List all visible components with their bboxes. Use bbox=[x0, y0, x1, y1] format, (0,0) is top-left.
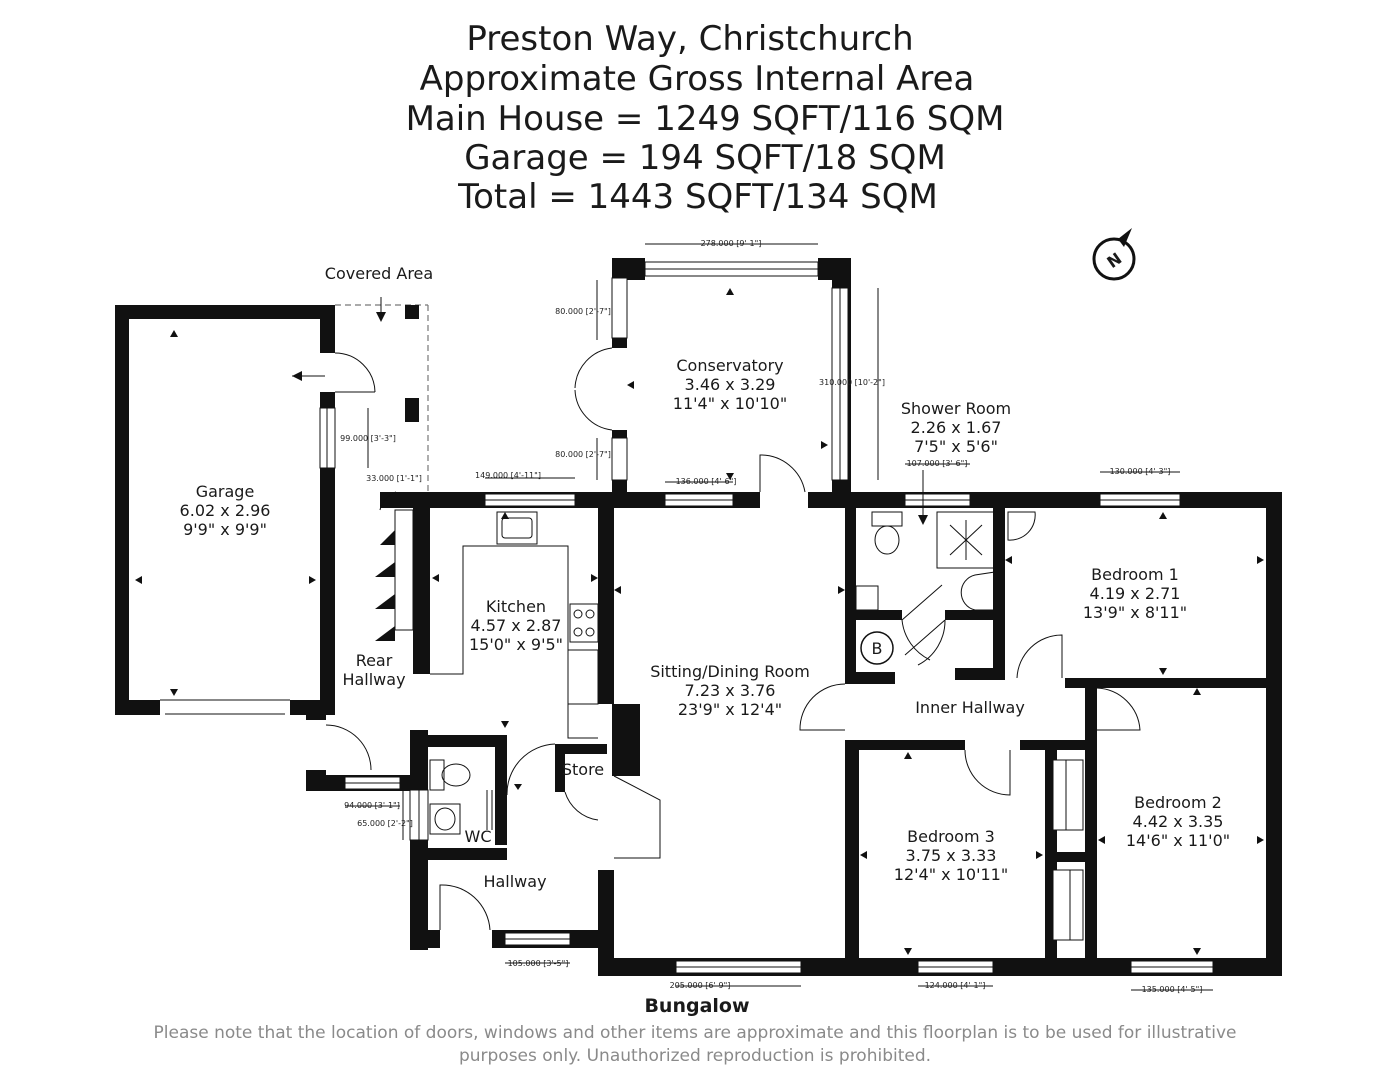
conservatory-walls bbox=[574, 258, 851, 495]
dim-conservatory-top: 278.000 [9'-1"] bbox=[701, 239, 762, 248]
shower-room-name: Shower Room bbox=[901, 399, 1011, 418]
header-garage-area: Garage = 194 SQFT/18 SQM bbox=[464, 138, 946, 178]
kitchen-name: Kitchen bbox=[486, 597, 546, 616]
sitting-room-dim-imperial: 23'9" x 12'4" bbox=[678, 700, 782, 719]
boiler-label: B bbox=[872, 639, 883, 658]
rear-hallway-shelves bbox=[375, 491, 414, 641]
header-main-house-area: Main House = 1249 SQFT/116 SQM bbox=[406, 99, 1005, 139]
dim-kitchen-window: 149.000 [4'-11"] bbox=[475, 471, 541, 480]
bedroom3-dim-metric: 3.75 x 3.33 bbox=[906, 846, 997, 865]
wc-name: WC bbox=[465, 827, 492, 846]
floor-label: Bungalow bbox=[644, 995, 749, 1017]
header-subtitle: Approximate Gross Internal Area bbox=[420, 59, 975, 99]
header: Preston Way, Christchurch Approximate Gr… bbox=[406, 19, 1005, 217]
header-total-area: Total = 1443 SQFT/134 SQM bbox=[457, 177, 938, 217]
rear-hallway-name-line1: Rear bbox=[356, 651, 393, 670]
bedroom1-dim-metric: 4.19 x 2.71 bbox=[1090, 584, 1181, 603]
measurement-markers bbox=[135, 288, 1264, 955]
bedroom2-dim-metric: 4.42 x 3.35 bbox=[1133, 812, 1224, 831]
shower-room-dim-metric: 2.26 x 1.67 bbox=[911, 418, 1002, 437]
kitchen-dim-imperial: 15'0" x 9'5" bbox=[469, 635, 563, 654]
covered-area-label: Covered Area bbox=[325, 264, 433, 283]
kitchen-dim-metric: 4.57 x 2.87 bbox=[471, 616, 562, 635]
dim-conservatory-right: 310.000 [10'-2"] bbox=[819, 378, 885, 387]
garage-dim-imperial: 9'9" x 9'9" bbox=[183, 520, 267, 539]
wc-fittings bbox=[429, 759, 522, 835]
disclaimer-line2: purposes only. Unauthorized reproduction… bbox=[459, 1046, 931, 1066]
dim-bedroom3-window: 124.000 [4'-1"] bbox=[925, 981, 986, 990]
bedroom1-dim-imperial: 13'9" x 8'11" bbox=[1083, 603, 1187, 622]
dim-bedroom1-window: 130.000 [4'-3"] bbox=[1110, 467, 1171, 476]
main-house-walls bbox=[306, 454, 1282, 976]
disclaimer-line1: Please note that the location of doors, … bbox=[154, 1023, 1237, 1043]
dim-bedroom2-window: 135.000 [4'-5"] bbox=[1142, 985, 1203, 994]
inner-hallway-name: Inner Hallway bbox=[915, 698, 1025, 717]
hallway-name: Hallway bbox=[483, 872, 546, 891]
dim-conservatory-left-upper: 80.000 [2'-7"] bbox=[555, 307, 611, 316]
bedroom3-dim-imperial: 12'4" x 10'11" bbox=[894, 865, 1008, 884]
header-title: Preston Way, Christchurch bbox=[466, 19, 913, 59]
boiler-icon bbox=[860, 631, 894, 665]
bedroom1-name: Bedroom 1 bbox=[1091, 565, 1179, 584]
bedroom3-name: Bedroom 3 bbox=[907, 827, 995, 846]
dim-hallway-window: 105.000 [3'-5"] bbox=[508, 959, 569, 968]
dim-wc-window: 65.000 [2'-2"] bbox=[357, 819, 413, 828]
dim-rear-door: 33.000 [1'-1"] bbox=[366, 474, 422, 483]
store-name: Store bbox=[562, 760, 604, 779]
sitting-room-dim-metric: 7.23 x 3.76 bbox=[685, 681, 776, 700]
room-labels: Garage 6.02 x 2.96 9'9" x 9'9" Conservat… bbox=[180, 356, 1231, 891]
dim-rear-hallway-window: 94.000 [3'-1"] bbox=[344, 801, 400, 810]
shower-room-dim-imperial: 7'5" x 5'6" bbox=[914, 437, 998, 456]
sitting-room-name: Sitting/Dining Room bbox=[650, 662, 810, 681]
conservatory-dim-metric: 3.46 x 3.29 bbox=[685, 375, 776, 394]
conservatory-dim-imperial: 11'4" x 10'10" bbox=[673, 394, 787, 413]
dim-shower-window: 107.000 [3'-6"] bbox=[907, 459, 968, 468]
dim-sitting-top-window: 136.000 [4'-6"] bbox=[676, 477, 737, 486]
kitchen-fittings bbox=[430, 511, 599, 739]
interior-walls bbox=[799, 492, 1266, 976]
covered-area: Covered Area bbox=[325, 264, 433, 492]
dim-sitting-bottom-window: 205.000 [6'-9"] bbox=[670, 981, 731, 990]
rear-hallway-name-line2: Hallway bbox=[342, 670, 405, 689]
garage-dim-metric: 6.02 x 2.96 bbox=[180, 501, 271, 520]
dim-conservatory-left-lower: 80.000 [2'-7"] bbox=[555, 450, 611, 459]
compass-icon: N bbox=[1092, 228, 1136, 281]
conservatory-name: Conservatory bbox=[676, 356, 783, 375]
dimension-lines: 278.000 [9'-1"] 80.000 [2'-7"] 310.000 [… bbox=[340, 239, 1213, 994]
bedroom2-dim-imperial: 14'6" x 11'0" bbox=[1126, 831, 1230, 850]
garage-name: Garage bbox=[196, 482, 255, 501]
shower-room-fittings bbox=[855, 470, 1036, 611]
dim-garage-window: 99.000 [3'-3"] bbox=[340, 434, 396, 443]
bedroom2-name: Bedroom 2 bbox=[1134, 793, 1222, 812]
garage-walls bbox=[115, 305, 376, 715]
